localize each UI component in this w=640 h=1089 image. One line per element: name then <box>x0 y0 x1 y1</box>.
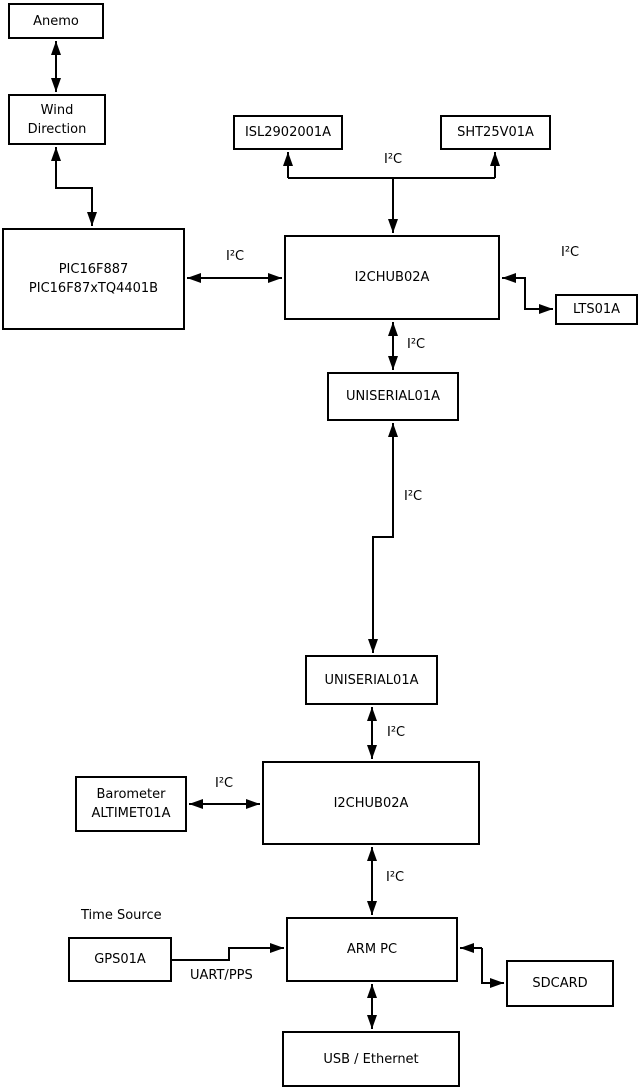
edge-label-i2c-hub2-armpc: I²C <box>386 870 405 885</box>
node-sdcard-label: SDCARD <box>532 976 588 991</box>
node-wind-direction: Wind Direction <box>8 94 106 145</box>
node-sdcard: SDCARD <box>506 960 614 1007</box>
node-gps01a: GPS01A <box>68 937 172 982</box>
node-barometer-label-line1: Barometer <box>96 787 166 802</box>
edge-wind-pic <box>51 147 97 226</box>
edge-label-i2c-barometer: I²C <box>215 776 234 791</box>
node-i2chub02a-bottom: I2CHUB02A <box>262 761 480 845</box>
node-arm-pc: ARM PC <box>286 917 458 982</box>
edge-hub1-lts <box>524 277 553 314</box>
node-uniserial01a-bottom: UNISERIAL01A <box>305 655 438 705</box>
node-lts01a: LTS01A <box>555 294 638 325</box>
edge-label-i2c-hub-uniserial: I²C <box>407 337 426 352</box>
node-arm-pc-label: ARM PC <box>346 942 398 957</box>
node-isl2902001a-label: ISL2902001A <box>244 125 332 140</box>
node-usb-ethernet-label: USB / Ethernet <box>323 1051 419 1067</box>
edge-label-i2c-pic-hub: I²C <box>226 249 245 264</box>
node-usb-ethernet: USB / Ethernet <box>282 1031 460 1087</box>
node-barometer-altimet01a: Barometer ALTIMET01A <box>75 776 187 832</box>
node-i2chub02a-bottom-label: I2CHUB02A <box>333 795 409 811</box>
node-uniserial01a-bottom-label: UNISERIAL01A <box>324 672 419 688</box>
node-wind-direction-label-line2: Direction <box>27 121 87 137</box>
edge-label-uart-pps: UART/PPS <box>190 968 253 983</box>
node-uniserial01a-top-label: UNISERIAL01A <box>346 389 440 404</box>
node-anemo-label: Anemo <box>33 13 79 29</box>
node-pic16f887-label-line2: PIC16F87xTQ4401B <box>28 281 159 296</box>
edge-label-i2c-uniserial-hub2: I²C <box>387 725 406 740</box>
node-isl2902001a: ISL2902001A <box>233 115 343 150</box>
node-pic16f887-label-line1: PIC16F887 <box>58 262 129 277</box>
node-gps01a-label: GPS01A <box>94 952 146 967</box>
edge-label-i2c-sensors: I²C <box>384 152 403 167</box>
node-uniserial01a-top: UNISERIAL01A <box>327 372 459 421</box>
edge-armpc-sdcard <box>481 948 504 988</box>
node-anemo: Anemo <box>8 3 104 39</box>
node-wind-direction-label-line1: Wind <box>40 102 74 118</box>
edge-label-i2c-uniserial-link: I²C <box>404 489 423 504</box>
edge-label-i2c-lts: I²C <box>561 245 580 260</box>
node-i2chub02a-top: I2CHUB02A <box>284 235 500 320</box>
node-sht25v01a: SHT25V01A <box>440 115 551 150</box>
node-pic16f887: PIC16F887 PIC16F87xTQ4401B <box>2 228 185 330</box>
node-barometer-label-line2: ALTIMET01A <box>91 806 171 821</box>
node-lts01a-label: LTS01A <box>572 302 621 317</box>
node-i2chub02a-top-label: I2CHUB02A <box>354 270 430 285</box>
edge-label-time-source: Time Source <box>81 908 162 923</box>
node-sht25v01a-label: SHT25V01A <box>457 125 534 140</box>
edge-uni1-uni2 <box>368 423 398 653</box>
edge-gps-armpc <box>172 943 284 961</box>
